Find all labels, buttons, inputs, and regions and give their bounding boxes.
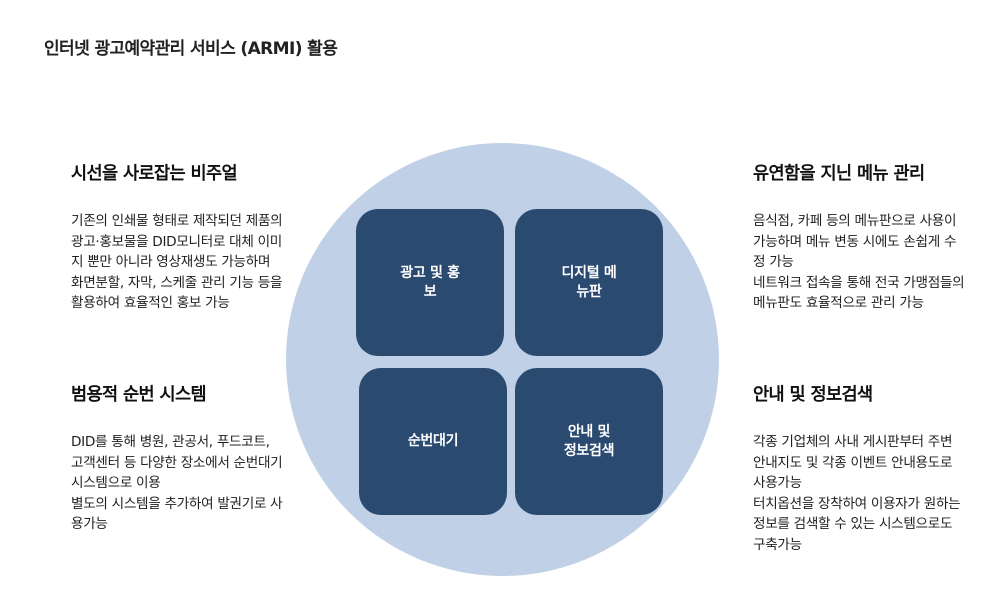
feature-block-menu: 유연함을 지닌 메뉴 관리 음식점, 카페 등의 메뉴판으로 사용이 가능하며 … — [753, 160, 965, 314]
feature-heading: 안내 및 정보검색 — [753, 385, 873, 405]
feature-description: 음식점, 카페 등의 메뉴판으로 사용이 가능하며 메뉴 변동 시에도 손쉽게 … — [753, 213, 965, 311]
background-circle — [286, 143, 719, 576]
tile-digital-menu: 디지털 메 뉴판 — [515, 209, 663, 356]
tile-info-search: 안내 및 정보검색 — [515, 368, 663, 515]
tile-advertising-line2: 보 — [423, 283, 437, 300]
tile-advertising: 광고 및 홍 보 — [356, 209, 504, 356]
feature-heading: 유연함을 지닌 메뉴 관리 — [753, 164, 925, 184]
feature-description: 각종 기업체의 사내 게시판부터 주변 안내지도 및 각종 이벤트 안내용도로 … — [753, 434, 961, 553]
tile-digital-menu-line1: 디지털 메 — [561, 264, 617, 281]
feature-block-info: 안내 및 정보검색 각종 기업체의 사내 게시판부터 주변 안내지도 및 각종 … — [753, 381, 965, 555]
feature-block-queue: 범용적 순번 시스템 DID를 통해 병원, 관공서, 푸드코트, 고객센터 등… — [71, 381, 283, 535]
page-title: 인터넷 광고예약관리 서비스 (ARMI) 활용 — [44, 39, 338, 59]
feature-block-visual: 시선을 사로잡는 비주얼 기존의 인쇄물 형태로 제작되던 제품의 광고·홍보물… — [71, 160, 283, 314]
feature-heading: 시선을 사로잡는 비주얼 — [71, 164, 238, 184]
tile-digital-menu-line2: 뉴판 — [576, 283, 602, 300]
tile-info-search-line1: 안내 및 — [567, 423, 611, 440]
tile-queue-line1: 순번대기 — [407, 433, 459, 449]
feature-description: 기존의 인쇄물 형태로 제작되던 제품의 광고·홍보물을 DID모니터로 대체 … — [71, 213, 283, 311]
tile-advertising-line1: 광고 및 홍 — [400, 264, 460, 281]
tile-queue: 순번대기 — [359, 368, 507, 515]
feature-description: DID를 통해 병원, 관공서, 푸드코트, 고객센터 등 다양한 장소에서 순… — [71, 434, 283, 532]
tile-info-search-line2: 정보검색 — [563, 442, 615, 459]
feature-heading: 범용적 순번 시스템 — [71, 385, 207, 405]
